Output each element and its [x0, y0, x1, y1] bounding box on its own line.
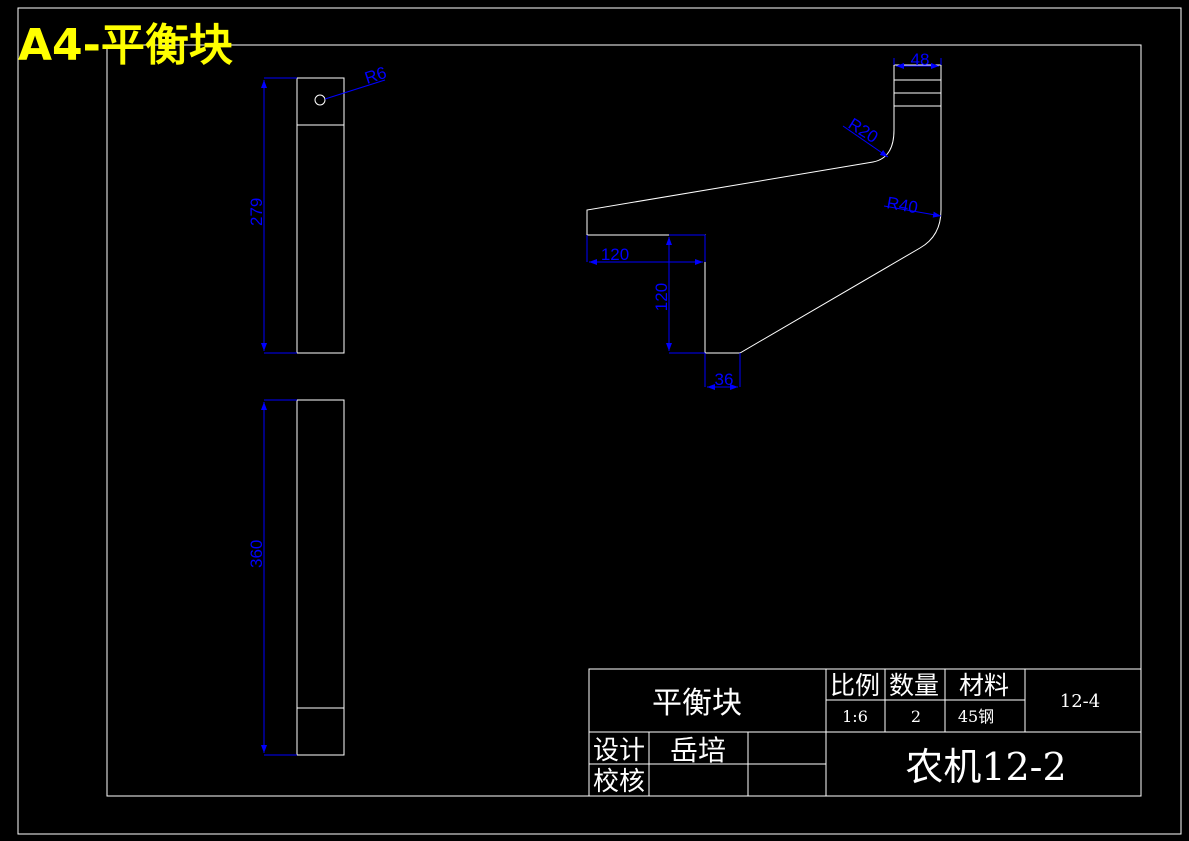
r6-leader — [324, 79, 386, 100]
drawing-number: 12-4 — [1060, 691, 1100, 712]
project-name: 农机12-2 — [905, 745, 1066, 789]
checker-label: 校核 — [593, 767, 645, 797]
material-label: 材料 — [959, 671, 1009, 700]
dim-r40: R40 — [885, 193, 919, 217]
material-value: 45钢 — [958, 707, 994, 726]
scale-value: 1:6 — [842, 707, 868, 726]
dim-120-horizontal: 120 — [601, 245, 629, 264]
scale-label: 比例 — [830, 671, 880, 700]
profile-dimensions — [586, 58, 942, 390]
quantity-label: 数量 — [889, 671, 939, 700]
side-view-upper — [261, 77, 386, 354]
hole-circle — [314, 94, 326, 106]
outer-frame — [17, 7, 1182, 835]
side-view-lower — [261, 399, 345, 756]
dim-r6: R6 — [362, 63, 389, 88]
quantity-value: 2 — [911, 707, 921, 726]
dim-120-vertical: 120 — [652, 283, 671, 311]
profile-view — [586, 64, 942, 354]
designer-name: 岳培 — [670, 734, 726, 767]
dim-279: 279 — [247, 198, 266, 226]
dim-48: 48 — [911, 50, 930, 69]
designer-label: 设计 — [593, 736, 645, 766]
title-block-lines — [588, 668, 1142, 797]
dim-36: 36 — [715, 370, 734, 389]
dim-360: 360 — [247, 540, 266, 568]
sheet-title: A4-平衡块 — [18, 20, 233, 71]
part-name: 平衡块 — [652, 686, 742, 721]
dim-r20: R20 — [845, 114, 882, 147]
